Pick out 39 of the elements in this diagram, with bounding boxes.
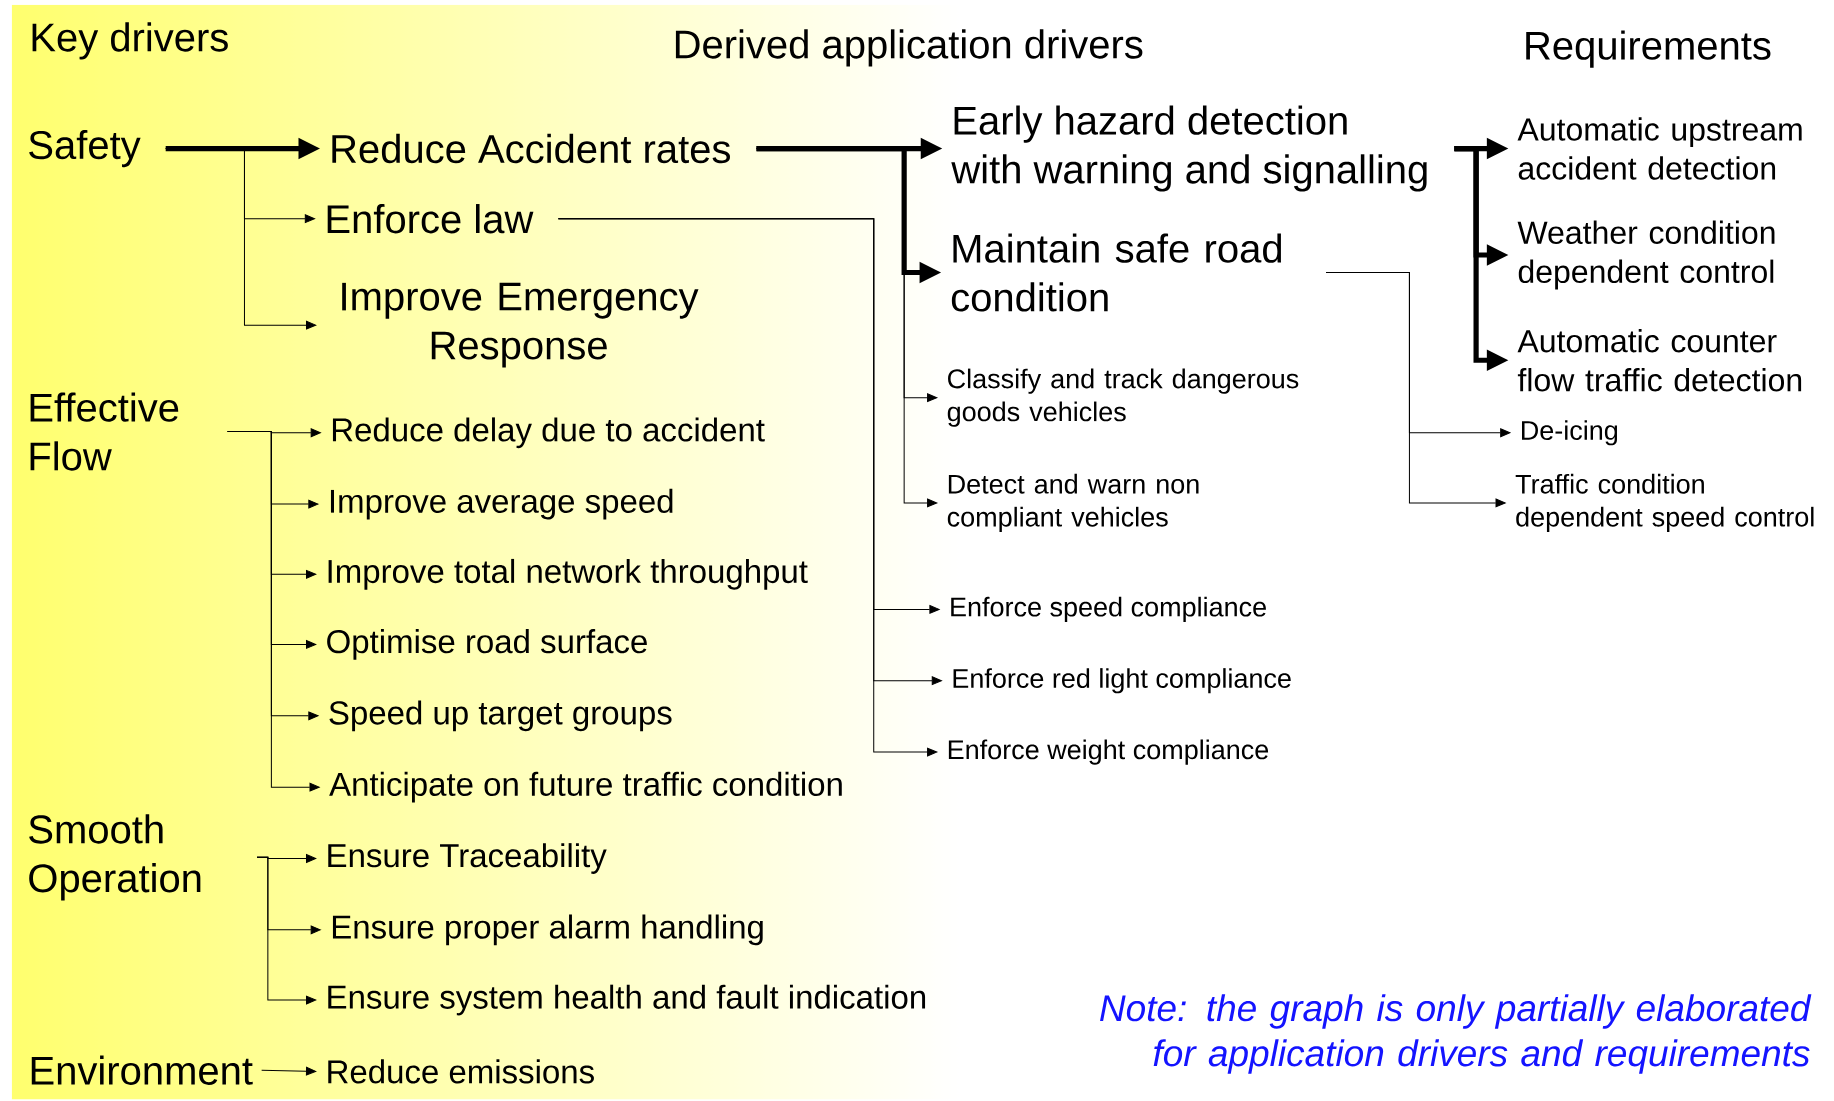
requirement-text: Weather condition dependent control	[1517, 220, 1775, 290]
application-driver-text: Enforce law	[327, 204, 534, 234]
arrow	[1325, 272, 1506, 508]
application-driver-text: Detect and warn non compliant vehicles	[947, 474, 1199, 533]
key-driver-text: Safety	[29, 130, 141, 168]
arrow	[756, 148, 938, 508]
application-driver-text: Reduce Accident rates	[332, 134, 730, 164]
application-driver-text: Speed up target groups	[329, 700, 672, 732]
requirement-text: De-icing	[1522, 420, 1618, 446]
application-driver-text: Enforce speed compliance	[951, 596, 1266, 623]
requirement-text: Automatic upstream accident detection	[1517, 117, 1802, 180]
application-driver-text: Classify and track dangerous goods vehicles	[947, 368, 1299, 427]
application-driver-text: Improve average speed	[330, 488, 673, 520]
column-heading: Requirements	[1526, 30, 1771, 68]
application-driver-text: Optimise road surface	[327, 629, 647, 660]
column-heading: Key drivers	[32, 22, 228, 60]
application-driver-text: Ensure system health and fault indication	[328, 984, 926, 1016]
requirement-text: Traffic condition dependent speed control	[1515, 474, 1814, 533]
application-driver-text: Reduce emissions	[328, 1059, 594, 1084]
application-driver-text: Improve Emergency Response	[342, 283, 699, 368]
key-driver-text: Smooth Operation	[29, 814, 201, 901]
application-driver-text: Anticipate on future traffic condition	[329, 772, 842, 803]
requirement-text: Automatic counter flow traffic detection	[1517, 329, 1802, 392]
column-heading: Derived application drivers	[675, 29, 1143, 67]
application-driver-text: Improve total network throughput	[328, 559, 808, 590]
key-driver-text: Effective Flow	[30, 392, 179, 471]
arrow	[256, 857, 317, 1005]
application-driver-text: Enforce red light compliance	[953, 668, 1291, 694]
arrow	[165, 148, 317, 330]
arrow	[261, 1066, 317, 1076]
application-driver-text: Maintain safe road condition	[951, 233, 1282, 312]
application-driver-text: Ensure proper alarm handling	[332, 914, 763, 946]
arrow	[227, 431, 320, 792]
application-driver-text: Reduce delay due to accident	[332, 417, 765, 449]
application-driver-text: Early hazard detection with warning and signalling	[951, 105, 1427, 192]
note-text: Note: the graph is only partially elaborated for application drivers and requirements	[1100, 994, 1812, 1074]
key-driver-text: Environment	[31, 1055, 253, 1086]
application-driver-text: Enforce weight compliance	[948, 739, 1269, 765]
application-driver-text: Ensure Traceability	[328, 843, 607, 875]
